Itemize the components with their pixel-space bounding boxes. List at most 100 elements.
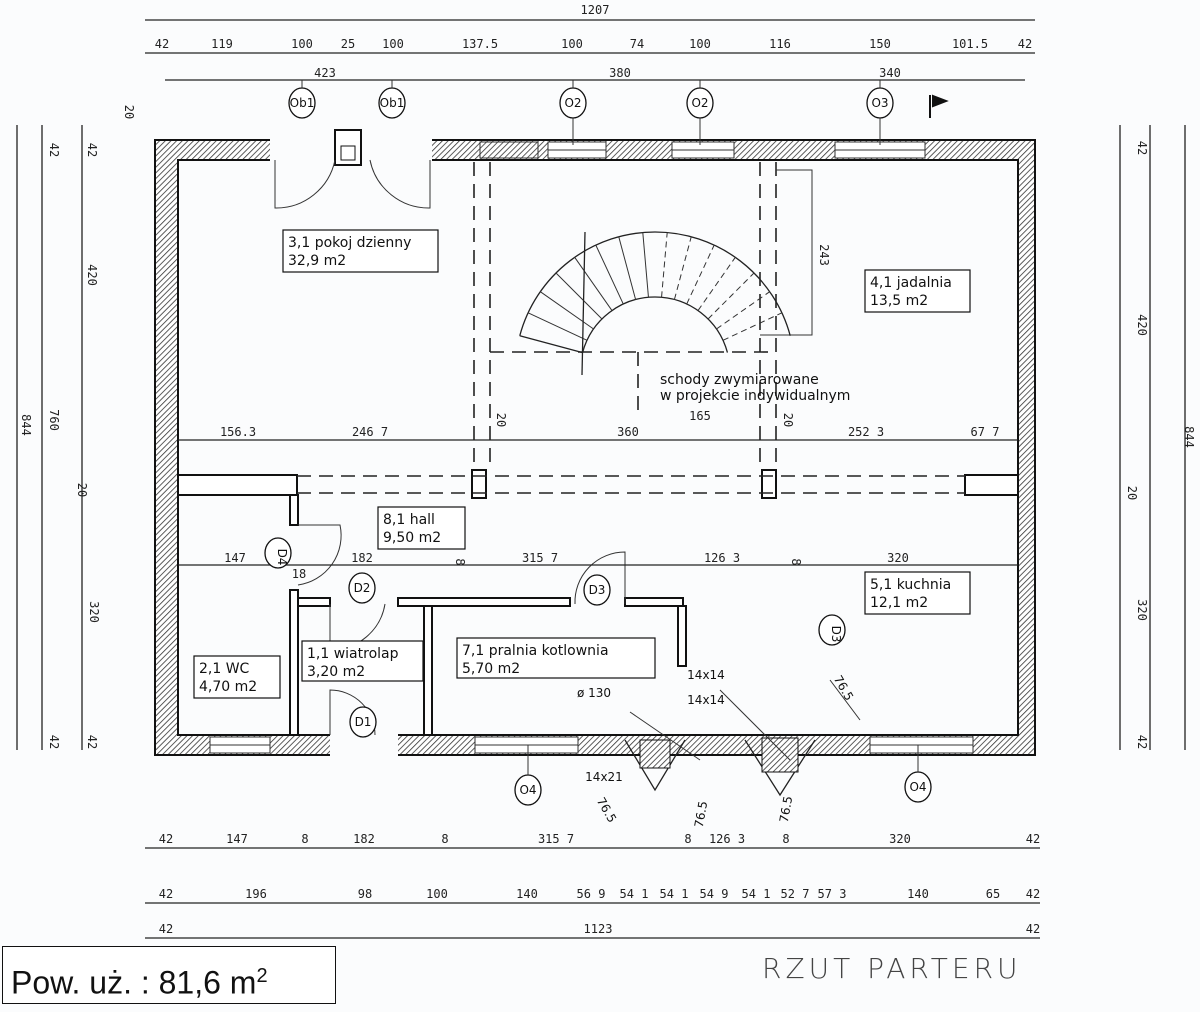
dimension: 360 [617,425,639,439]
chimney-label: ø 130 [577,686,611,700]
dimension: 165 [689,409,711,423]
dimension: 100 [291,37,313,51]
dimension: 320 [87,601,101,623]
entrance-door-swing [274,159,431,209]
dimension: 42 [1135,735,1149,749]
opening-tag: D3 [589,583,606,597]
dimension: 20 [494,413,508,427]
dimension: 140 [907,887,929,901]
dimension: 42 [155,37,169,51]
beam-outline [297,162,965,494]
room-label-box [377,506,466,550]
north-arrow-icon [929,94,949,118]
chimney-label: 14x14 [687,668,725,682]
dimension: 420 [85,264,99,286]
room-area: 9,50 m2 [383,530,441,546]
dimension: 54 1 [660,887,689,901]
stair-tread [722,312,783,341]
stair-tread [716,291,770,330]
dimension: 42 [1026,922,1040,936]
dimension: 8 [789,558,803,565]
dimension: 315 7 [522,551,558,565]
chimney-label: 14x21 [585,770,623,784]
dimension: 126 3 [709,832,745,846]
dimension: 119 [211,37,233,51]
dimension: 246 7 [352,425,388,439]
chimney-label: 76.5 [831,673,856,703]
stair-outer-edge [519,231,791,336]
dimension: 65 [986,887,1000,901]
plan-title: RZUT PARTERU [762,952,1022,985]
stair-post [581,231,586,376]
dimension-lines [16,19,1186,939]
opening-tag: D3 [829,626,843,643]
dimension: 74 [630,37,644,51]
room-name: 4,1 jadalnia [870,275,952,291]
dimension-total: 1207 [581,3,610,17]
opening-tag-circle [818,614,846,646]
dimension: 100 [561,37,583,51]
dimension: 57 3 [818,887,847,901]
room-name: 5,1 kuchnia [870,577,951,593]
stair-tread [527,312,588,341]
dimension: 8 [453,558,467,565]
chimney-label: 76.5 [594,795,619,825]
dimension: 42 [1026,887,1040,901]
dimension: 20 [75,483,89,497]
dimension: 844 [1182,426,1196,448]
dimension: 42 [1026,832,1040,846]
dimension: 56 9 [577,887,606,901]
dimension: 52 7 [781,887,810,901]
dimension: 42 [159,922,173,936]
dimension: 8 [441,832,448,846]
opening-tag: Ob1 [380,96,405,110]
room-name: 1,1 wiatrolap [307,646,399,662]
dimension: 320 [889,832,911,846]
chimney-label: 14x14 [687,693,725,707]
opening-tag-circle [348,572,376,604]
dimension: 54 1 [742,887,771,901]
opening-tag: D4 [275,549,289,566]
dimension: 182 [353,832,375,846]
dimension: 67 7 [971,425,1000,439]
chimney-label: 76.5 [692,800,710,829]
stair-tread [595,244,624,305]
dimension: 182 [351,551,373,565]
dimension: 320 [887,551,909,565]
opening-tag: D2 [354,581,371,595]
opening-tag: D1 [355,715,372,729]
dimension: 25 [341,37,355,51]
dimension: 42 [1135,141,1149,155]
dimension: 1123 [584,922,613,936]
room-area: 13,5 m2 [870,293,928,309]
stair-start [519,335,583,354]
usable-area-superscript: 2 [256,965,268,987]
stair-tread [555,272,603,320]
room-label-box [282,229,439,273]
chimney-right [719,679,861,797]
spiral-staircase [519,231,791,376]
opening-tag-circle [264,537,292,569]
room-label-box [301,640,424,682]
stair-tread [673,236,692,300]
opening-tag: O2 [691,96,708,110]
dimension: 156.3 [220,425,256,439]
dimension: 42 [159,887,173,901]
dimension: 140 [516,887,538,901]
dimension: 42 [159,832,173,846]
dimension: 196 [245,887,267,901]
dimension: 423 [314,66,336,80]
dimension: 98 [358,887,372,901]
dimension: 100 [382,37,404,51]
stair-tread [618,236,637,300]
dimension: 420 [1135,314,1149,336]
dimension: 137.5 [462,37,498,51]
stair-tread [574,257,613,311]
dimension: 380 [609,66,631,80]
